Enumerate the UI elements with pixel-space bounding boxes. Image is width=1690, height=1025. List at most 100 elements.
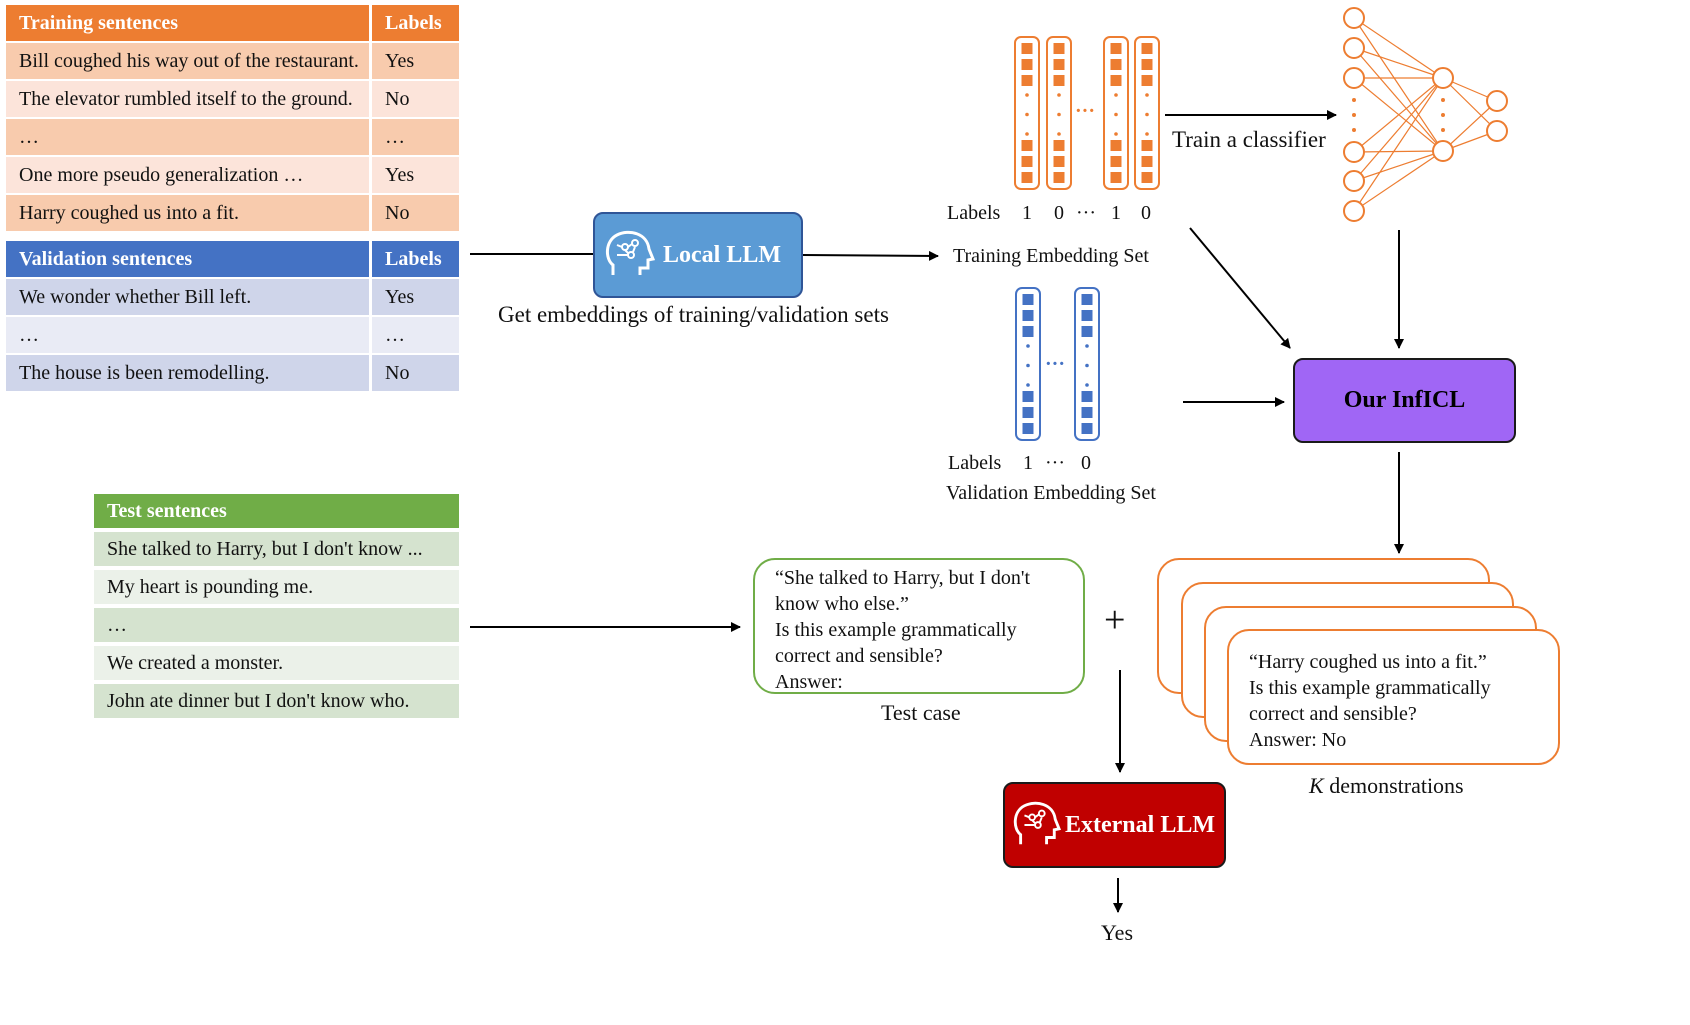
vector-cell xyxy=(1021,156,1033,167)
vector-dot xyxy=(1114,112,1118,117)
training-embedding-caption: Training Embedding Set xyxy=(953,245,1149,267)
network-edge xyxy=(1353,150,1444,182)
table-row: We wonder whether Bill left. Yes xyxy=(6,279,459,315)
vector-dot xyxy=(1025,93,1029,97)
arrow-local-llm-to-embeddings xyxy=(802,250,939,261)
sentence-cell: The elevator rumbled itself to the groun… xyxy=(6,81,372,117)
demonstrations-caption: K demonstrations xyxy=(1309,773,1464,799)
plus-sign: + xyxy=(1104,599,1126,641)
sentence-cell: One more pseudo generalization … xyxy=(6,157,372,193)
network-node xyxy=(1343,67,1365,89)
network-dot xyxy=(1441,113,1445,117)
network-node xyxy=(1343,200,1365,222)
vector-cell xyxy=(1053,43,1065,54)
embedding-vector xyxy=(1015,287,1041,441)
table-row: The house is been remodelling. No xyxy=(6,355,459,391)
training-table: Training sentences Labels Bill coughed h… xyxy=(6,5,459,231)
sentence-cell: We wonder whether Bill left. xyxy=(6,279,372,315)
table-row: The elevator rumbled itself to the groun… xyxy=(6,81,459,117)
vector-dot xyxy=(1057,93,1061,97)
vector-cell xyxy=(1110,140,1122,151)
table-row: Bill coughed his way out of the restaura… xyxy=(6,43,459,79)
vector-dot xyxy=(1145,112,1149,117)
vector-cell xyxy=(1141,156,1153,167)
table-row: … … xyxy=(6,119,459,155)
final-answer: Yes xyxy=(1101,920,1134,945)
vector-cell xyxy=(1141,43,1153,54)
network-edge xyxy=(1353,77,1444,212)
vector-cell xyxy=(1022,326,1034,337)
vector-cell xyxy=(1021,59,1033,70)
validation-labels-title: Labels xyxy=(948,452,1002,474)
vector-cell xyxy=(1081,423,1093,434)
vector-cell xyxy=(1022,407,1034,418)
table-row: John ate dinner but I don't know who. xyxy=(94,684,459,718)
network-edge xyxy=(1442,100,1498,152)
table-row: … … xyxy=(6,317,459,353)
inficl-box: Our InfICL xyxy=(1293,358,1516,443)
test-table: Test sentences She talked to Harry, but … xyxy=(94,494,459,718)
embedding-vector xyxy=(1103,36,1129,190)
vector-cell xyxy=(1022,310,1034,321)
vector-cell xyxy=(1141,140,1153,151)
vector-dot xyxy=(1114,132,1118,136)
sentence-cell: … xyxy=(6,119,372,155)
demonstrations-k: K xyxy=(1309,773,1324,798)
label-cell: Yes xyxy=(372,157,459,193)
vector-dot xyxy=(1085,344,1089,348)
embedding-vector xyxy=(1134,36,1160,190)
demonstrations-caption-text: demonstrations xyxy=(1323,773,1464,798)
network-dot xyxy=(1441,128,1445,132)
network-edge xyxy=(1353,47,1444,152)
vector-dot xyxy=(1085,363,1089,368)
table-row: One more pseudo generalization … Yes xyxy=(6,157,459,193)
vector-dot xyxy=(1026,363,1030,368)
sentence-cell: John ate dinner but I don't know who. xyxy=(94,684,459,718)
test-case-line: “She talked to Harry, but I don't xyxy=(775,567,1031,589)
label-cell: … xyxy=(372,317,459,353)
network-node xyxy=(1343,7,1365,29)
network-dot xyxy=(1352,113,1356,117)
vector-bracket xyxy=(1046,36,1072,190)
validation-label-ellipsis: ··· xyxy=(1045,452,1065,474)
vector-cell xyxy=(1110,59,1122,70)
test-case-caption: Test case xyxy=(881,700,961,725)
label-cell: … xyxy=(372,119,459,155)
validation-table-header: Validation sentences Labels xyxy=(6,241,459,277)
training-label-ellipsis: ··· xyxy=(1076,202,1096,224)
brain-head-icon xyxy=(1013,801,1061,845)
validation-embedding-caption: Validation Embedding Set xyxy=(946,482,1156,504)
vector-dot xyxy=(1025,112,1029,117)
label-cell: No xyxy=(372,195,459,231)
demonstration-line: “Harry coughed us into a fit.” xyxy=(1249,651,1487,673)
training-labels-header: Labels xyxy=(372,5,459,41)
vector-cell xyxy=(1021,140,1033,151)
inficl-label: Our InfICL xyxy=(1343,387,1466,413)
test-sentences-header: Test sentences xyxy=(94,494,459,528)
local-llm-label: Local LLM xyxy=(663,241,781,268)
embedding-vector xyxy=(1046,36,1072,190)
vector-cell xyxy=(1081,310,1093,321)
sentence-cell: My heart is pounding me. xyxy=(94,570,459,604)
training-table-header: Training sentences Labels xyxy=(6,5,459,41)
vector-cell xyxy=(1053,172,1065,183)
validation-embedding-vectors xyxy=(1015,287,1100,441)
table-row: We created a monster. xyxy=(94,646,459,680)
table-row: Harry coughed us into a fit. No xyxy=(6,195,459,231)
sentence-cell: Harry coughed us into a fit. xyxy=(6,195,372,231)
vector-dot xyxy=(1145,132,1149,136)
test-case-line: Is this example grammatically xyxy=(775,619,1017,641)
network-node xyxy=(1343,141,1365,163)
vector-bracket xyxy=(1015,287,1041,441)
vector-cell xyxy=(1053,59,1065,70)
training-label-value: 0 xyxy=(1141,202,1151,224)
vector-dot xyxy=(1114,93,1118,97)
vector-cell xyxy=(1141,75,1153,86)
validation-table: Validation sentences Labels We wonder wh… xyxy=(6,241,459,391)
vector-cell xyxy=(1053,156,1065,167)
vector-cell xyxy=(1053,75,1065,86)
network-node xyxy=(1432,67,1454,89)
network-node xyxy=(1486,120,1508,142)
sentence-cell: Bill coughed his way out of the restaura… xyxy=(6,43,372,79)
sentence-cell: The house is been remodelling. xyxy=(6,355,372,391)
